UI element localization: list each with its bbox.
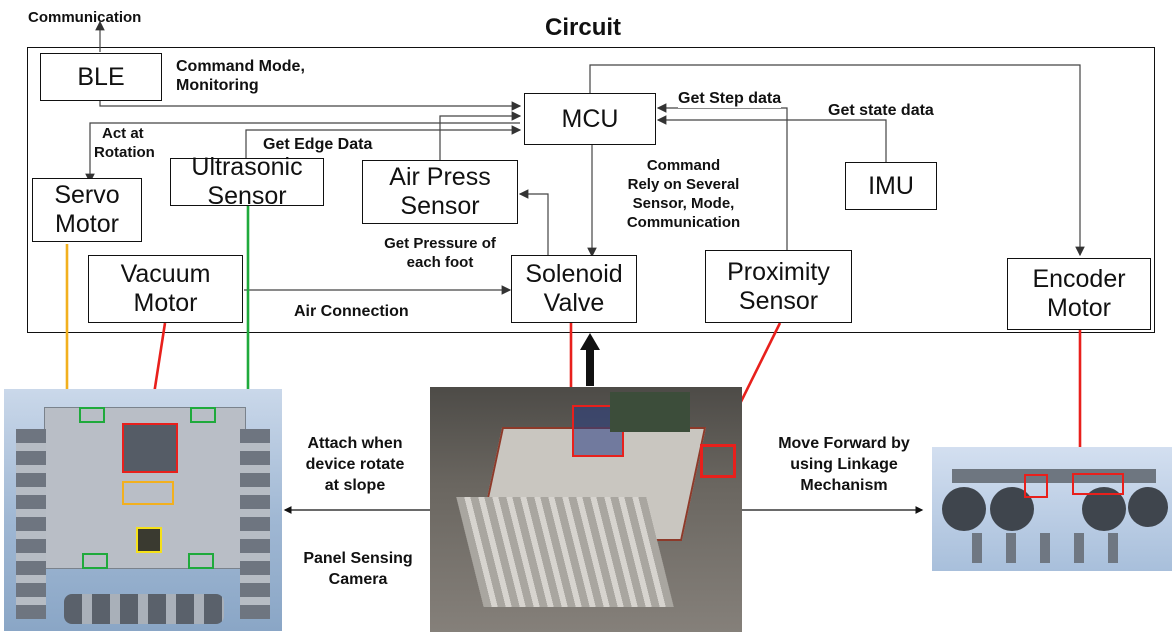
air-connection-label: Air Connection bbox=[294, 303, 409, 320]
ble-block: BLE bbox=[40, 53, 162, 101]
get-state-label: Get state data bbox=[828, 102, 934, 119]
imu-block: IMU bbox=[845, 162, 937, 210]
communication-label: Communication bbox=[28, 9, 142, 26]
get-edge-label: Get Edge Data bbox=[263, 136, 373, 153]
diagram-title: Circuit bbox=[545, 14, 622, 41]
circuit-frame bbox=[27, 47, 1155, 333]
get-step-label: Get Step data bbox=[678, 89, 782, 108]
command-mode-label: Command Mode,Monitoring bbox=[176, 58, 305, 94]
robot-side-view-image bbox=[932, 447, 1172, 571]
robot-bottom-view-image bbox=[4, 389, 282, 631]
mcu-block: MCU bbox=[524, 93, 656, 145]
robot-photo bbox=[430, 387, 742, 632]
